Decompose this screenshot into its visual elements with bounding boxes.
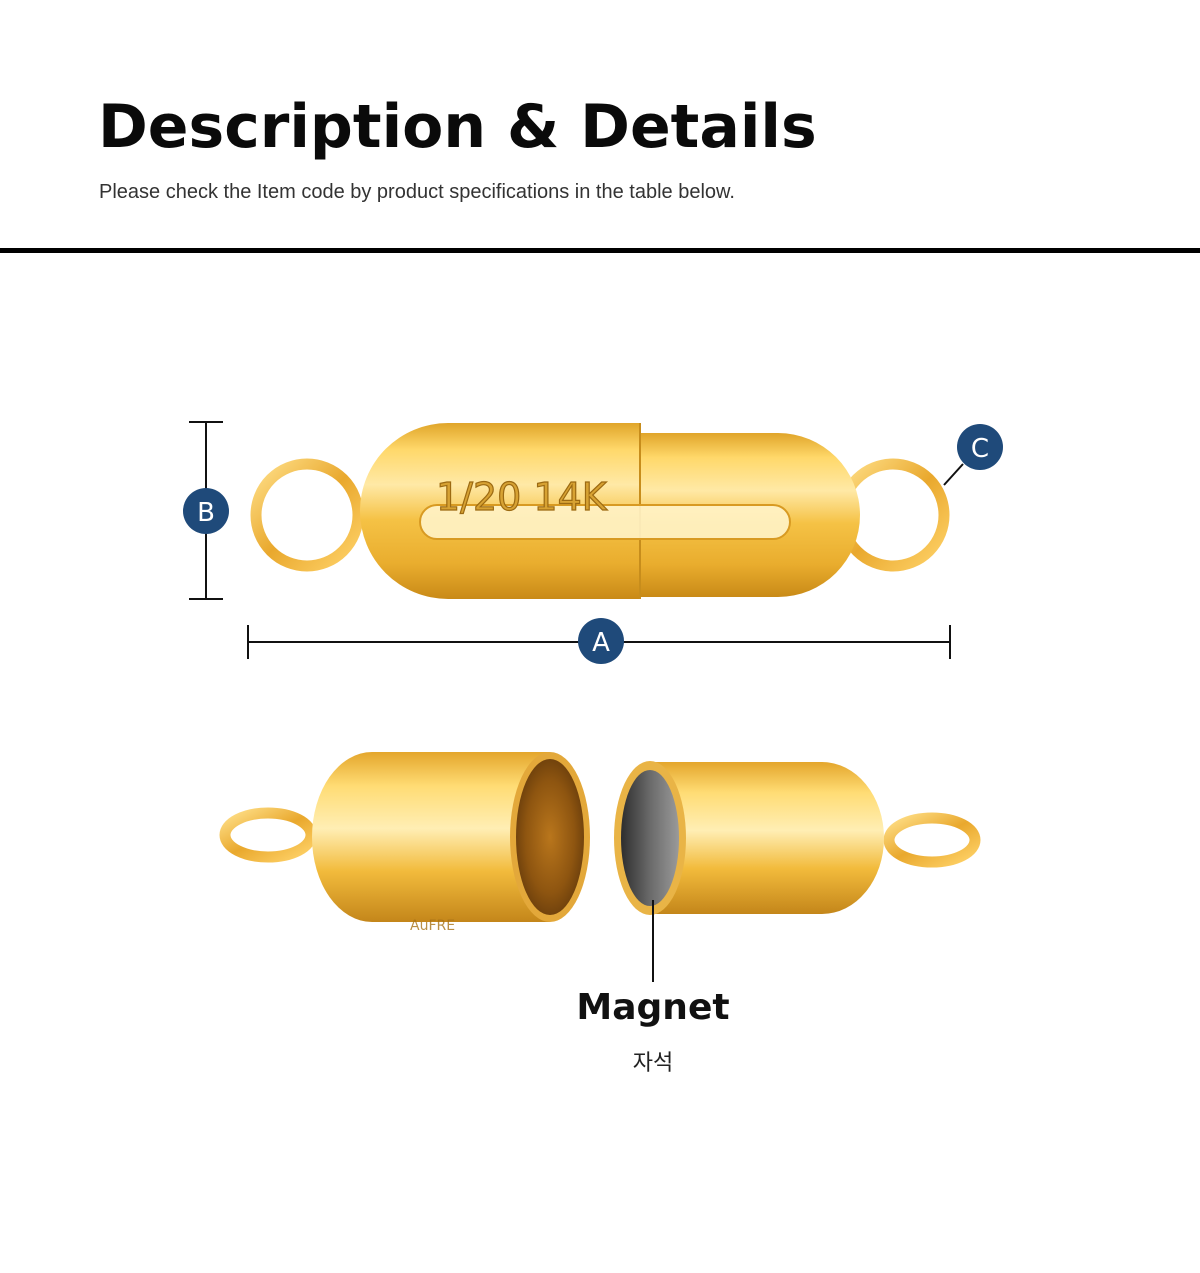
marker-c: [957, 424, 1003, 470]
right-loop: [883, 812, 981, 868]
magnet-face: [621, 770, 679, 906]
dimension-a: A: [247, 618, 951, 664]
left-loop: [219, 807, 317, 863]
magnet-sublabel: 자석: [632, 1051, 674, 1076]
page-subtitle: Please check the Item code by product sp…: [99, 181, 735, 203]
magnet-label: Magnet: [576, 987, 730, 1028]
marker-a: [578, 618, 624, 664]
marker-c-label: C: [971, 434, 989, 464]
dimension-b: B: [183, 421, 229, 600]
marker-b-label: B: [197, 498, 215, 528]
clasp-highlight: [420, 505, 790, 539]
dimension-c: C: [943, 424, 1003, 486]
back-engraving: AuFRE: [410, 918, 455, 934]
clasp-half-left: [312, 752, 550, 922]
clasp-half-right: [650, 762, 884, 914]
socket-inner: [516, 759, 584, 915]
open-clasp: AuFRE: [219, 752, 981, 982]
marker-a-label: A: [592, 628, 610, 658]
engraving-text: 1/20 14K: [436, 475, 608, 519]
page-title: Description & Details: [98, 92, 817, 162]
marker-b: [183, 488, 229, 534]
header-divider: [0, 248, 1200, 253]
left-ring: [250, 458, 364, 572]
closed-clasp: 1/20 14K: [250, 423, 950, 599]
